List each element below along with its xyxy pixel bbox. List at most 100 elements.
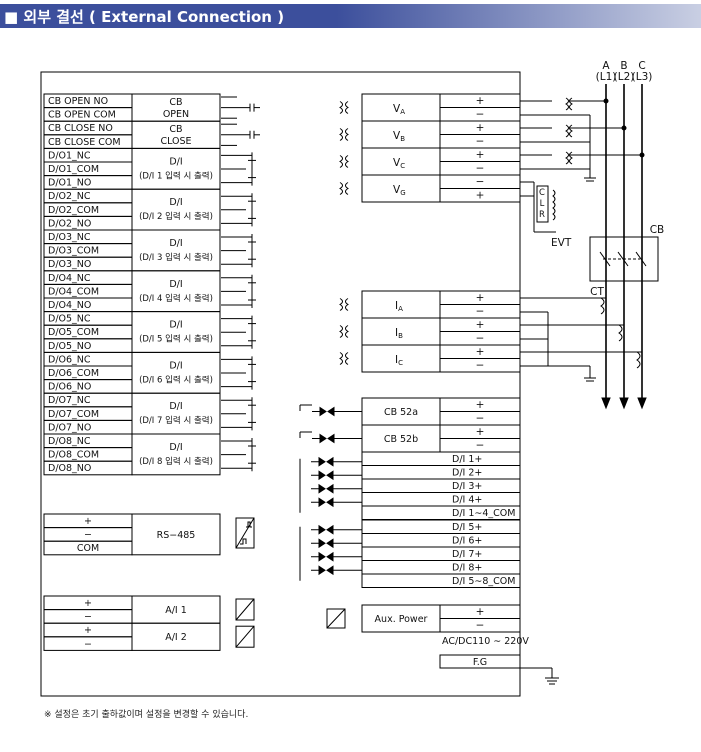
di-terminal-label: D/I 1∼4_COM bbox=[452, 508, 515, 519]
voltage-terminal-label: − bbox=[476, 136, 485, 148]
function-cell bbox=[131, 188, 221, 231]
current-terminal-label: − bbox=[476, 306, 485, 318]
current-input-subscript: B bbox=[398, 332, 403, 340]
phase-line: (L1) bbox=[596, 71, 617, 83]
function-label: D/I bbox=[169, 442, 182, 453]
cb-input-terminal-label: − bbox=[476, 440, 485, 452]
phase-letter: B bbox=[620, 60, 627, 72]
rs485-label: RS−485 bbox=[157, 530, 196, 541]
terminal-label: D/O6_COM bbox=[48, 368, 99, 379]
terminal-label: D/O5_NO bbox=[48, 341, 91, 352]
function-cell bbox=[131, 270, 221, 313]
function-label: D/I bbox=[169, 238, 182, 249]
current-input-label: IB bbox=[395, 327, 403, 340]
terminal-label: D/O6_NC bbox=[48, 354, 91, 365]
di-optocoupler-icon bbox=[326, 551, 334, 562]
footnote: ※ 설정은 초기 출하값이며 설정을 변경할 수 있습니다. bbox=[44, 710, 249, 720]
rs485-terminal-label: COM bbox=[77, 543, 99, 554]
ai-converter-icon bbox=[235, 625, 255, 648]
aux-power-label: Aux. Power bbox=[375, 614, 428, 625]
function-label: (D/I 4 입력 시 출력) bbox=[139, 293, 213, 304]
terminal-label: CB CLOSE NO bbox=[48, 123, 113, 134]
di-optocoupler-icon bbox=[318, 497, 326, 508]
di-terminal-label: D/I 8+ bbox=[452, 563, 482, 574]
aux-power-converter-icon bbox=[326, 608, 346, 629]
rs485-terminal-label: + bbox=[84, 516, 92, 527]
function-label: (D/I 3 입력 시 출력) bbox=[139, 252, 213, 263]
header-bar bbox=[0, 4, 701, 28]
terminal-label: D/O1_NO bbox=[48, 178, 91, 189]
terminal-label: D/O6_NO bbox=[48, 382, 91, 393]
function-label: CLOSE bbox=[160, 136, 191, 147]
voltage-ct-icon bbox=[339, 155, 349, 168]
di-optocoupler-icon bbox=[326, 497, 334, 508]
terminal-label: D/O4_NC bbox=[48, 273, 91, 284]
evt-resistor bbox=[536, 185, 549, 223]
aux-power-terminal-label: − bbox=[476, 620, 485, 632]
function-cell bbox=[131, 147, 221, 190]
di-terminal-label: D/I 4+ bbox=[452, 495, 482, 506]
current-terminal-label: − bbox=[476, 333, 485, 345]
voltage-input-subscript: B bbox=[400, 135, 405, 143]
di-terminal-label: D/I 1+ bbox=[452, 454, 482, 465]
voltage-ct-icon bbox=[339, 101, 349, 114]
function-label: D/I bbox=[169, 320, 182, 331]
evt-resistor-letter: R bbox=[539, 210, 545, 220]
current-input-subscript: C bbox=[398, 359, 403, 367]
relay-enclosure bbox=[40, 71, 521, 697]
voltage-terminal-label: + bbox=[476, 122, 485, 134]
section-title: ■ 외부 결선 ( External Connection ) bbox=[4, 8, 285, 26]
rs485-wave-icon bbox=[246, 521, 252, 528]
ai-terminal-label: − bbox=[84, 639, 92, 650]
di-terminal-cell bbox=[361, 546, 521, 561]
optocoupler-icon bbox=[319, 406, 327, 417]
function-label: (D/I 8 입력 시 출력) bbox=[139, 456, 213, 467]
evt-resistor-letter: L bbox=[540, 199, 545, 209]
di-optocoupler-icon bbox=[318, 456, 326, 467]
current-input-label: IA bbox=[395, 300, 403, 313]
di-terminal-cell bbox=[361, 533, 521, 548]
optocoupler-icon bbox=[327, 406, 335, 417]
di-optocoupler-icon bbox=[318, 551, 326, 562]
ai-terminal-label: + bbox=[84, 598, 92, 609]
function-label: D/I bbox=[169, 401, 182, 412]
di-terminal-cell bbox=[361, 519, 521, 534]
voltage-input-label: VC bbox=[393, 157, 405, 170]
phase-line: (L3) bbox=[632, 71, 653, 83]
di-terminal-label: D/I 2+ bbox=[452, 468, 482, 479]
function-label: (D/I 6 입력 시 출력) bbox=[139, 374, 213, 385]
voltage-input-subscript: C bbox=[400, 162, 405, 170]
terminal-label: D/O3_COM bbox=[48, 246, 99, 257]
current-terminal-label: − bbox=[476, 360, 485, 372]
current-ct-icon bbox=[339, 325, 349, 338]
phase-line: (L2) bbox=[614, 71, 635, 83]
di-optocoupler-icon bbox=[326, 565, 334, 576]
aux-power-rating: AC/DC110 ∼ 220V bbox=[442, 636, 529, 647]
terminal-label: D/O4_NO bbox=[48, 300, 91, 311]
di-terminal-cell bbox=[361, 560, 521, 575]
aux-power-terminal-label: + bbox=[476, 606, 485, 618]
di-terminal-label: D/I 3+ bbox=[452, 481, 482, 492]
cb-input-terminal-label: − bbox=[476, 413, 485, 425]
function-label: (D/I 1 입력 시 출력) bbox=[139, 170, 213, 181]
function-label: D/I bbox=[169, 156, 182, 167]
ai-label: A/I 1 bbox=[165, 605, 187, 616]
cb-input-label: CB 52b bbox=[384, 434, 418, 445]
function-cell bbox=[131, 229, 221, 272]
evt-label: EVT bbox=[551, 237, 572, 249]
di-optocoupler-icon bbox=[326, 524, 334, 535]
di-terminal-label: D/I 5+ bbox=[452, 522, 482, 533]
ai-terminal-label: + bbox=[84, 625, 92, 636]
terminal-label: D/O3_NC bbox=[48, 232, 91, 243]
di-optocoupler-icon bbox=[318, 565, 326, 576]
rs485-terminal-label: − bbox=[84, 530, 92, 541]
voltage-terminal-label: + bbox=[476, 149, 485, 161]
terminal-label: D/O2_COM bbox=[48, 205, 99, 216]
terminal-label: D/O5_NC bbox=[48, 314, 91, 325]
cb-input-label: CB 52a bbox=[384, 407, 418, 418]
di-optocoupler-icon bbox=[318, 524, 326, 535]
terminal-label: D/O8_NO bbox=[48, 463, 91, 474]
optocoupler-icon bbox=[327, 433, 335, 444]
voltage-input-subscript: G bbox=[400, 189, 405, 197]
